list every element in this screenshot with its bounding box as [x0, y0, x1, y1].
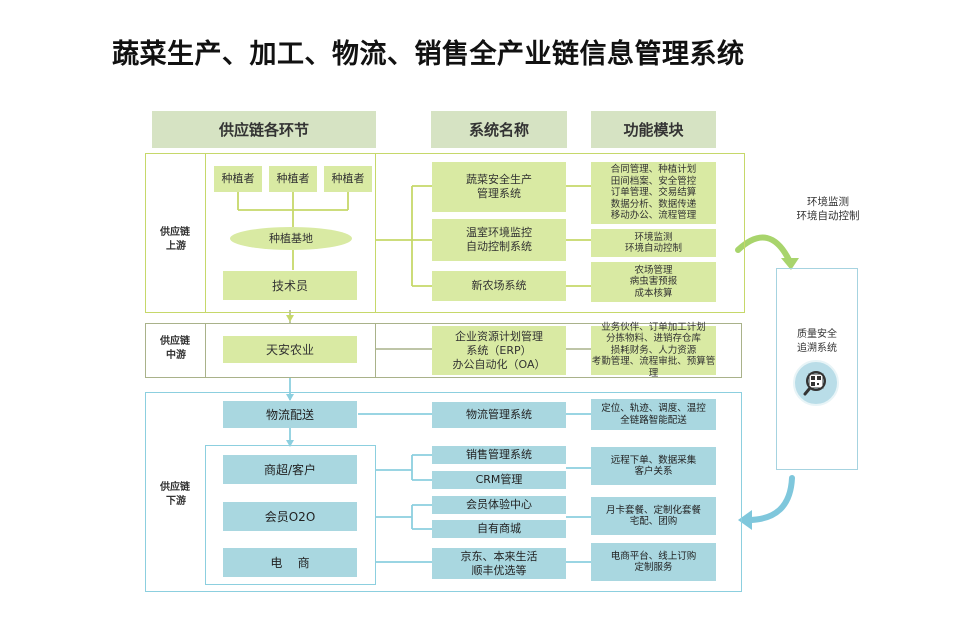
module-greenhouse: 环境监测环境自动控制: [591, 229, 716, 257]
customers-panel: [205, 445, 376, 585]
system-crm: CRM管理: [432, 471, 566, 489]
system-erp: 企业资源计划管理系统（ERP）办公自动化（OA）: [432, 326, 566, 375]
header-system: 系统名称: [431, 111, 567, 148]
planter-box: 种植者: [214, 166, 262, 192]
magnifier-qr-icon: [803, 371, 826, 396]
downstream-label: 供应链下游: [160, 482, 190, 507]
system-veg-safety: 蔬菜安全生产管理系统: [432, 162, 566, 212]
planter-box: 种植者: [324, 166, 372, 192]
system-new-farm: 新农场系统: [432, 271, 566, 301]
customer-supermarket: 商超/客户: [223, 455, 357, 484]
system-sales: 销售管理系统: [432, 446, 566, 464]
logistics-box: 物流配送: [223, 401, 357, 428]
customer-ecommerce: 电 商: [223, 548, 357, 577]
module-sales: 远程下单、数据采集客户关系: [591, 447, 716, 485]
downstream-panel: [145, 392, 742, 592]
module-member: 月卡套餐、定制化套餐宅配、团购: [591, 497, 716, 535]
upstream-panel: [145, 153, 745, 313]
upstream-chain-panel: [205, 153, 376, 313]
midstream-label: 供应链中游: [160, 336, 190, 361]
planting-base: 种植基地: [230, 227, 352, 250]
midstream-panel: [145, 323, 742, 378]
system-member-center: 会员体验中心: [432, 496, 566, 514]
midstream-chain-panel: [205, 323, 376, 378]
tianan-agriculture-box: 天安农业: [223, 336, 357, 363]
header-chain: 供应链各环节: [152, 111, 376, 148]
module-new-farm: 农场管理病虫害预报成本核算: [591, 262, 716, 302]
planter-box: 种植者: [269, 166, 317, 192]
system-greenhouse: 温室环境监控自动控制系统: [432, 219, 566, 261]
env-monitoring-text: 环境监测环境自动控制: [796, 196, 860, 222]
system-own-mall: 自有商城: [432, 520, 566, 538]
technician-box: 技术员: [223, 271, 357, 300]
page-title: 蔬菜生产、加工、物流、销售全产业链信息管理系统: [112, 39, 745, 70]
module-logistics: 定位、轨迹、调度、温控全链路智能配送: [591, 399, 716, 430]
upstream-label: 供应链上游: [160, 227, 190, 252]
module-veg-safety: 合同管理、种植计划田间档案、安全管控订单管理、交易结算数据分析、数据传递移动办公…: [591, 162, 716, 224]
traceability-panel: [776, 268, 858, 470]
system-third-party: 京东、本来生活顺丰优选等: [432, 548, 566, 579]
system-logistics: 物流管理系统: [432, 402, 566, 428]
module-erp: 业务伙伴、订单加工计划分拣物料、进销存仓库损耗财务、人力资源考勤管理、流程审批、…: [591, 321, 716, 379]
customer-member-o2o: 会员O2O: [223, 502, 357, 531]
header-module: 功能模块: [591, 111, 716, 148]
module-ecommerce: 电商平台、线上订购定制服务: [591, 543, 716, 581]
trace-scan-icon: [793, 360, 839, 406]
traceability-text: 质量安全追溯系统: [797, 329, 837, 354]
